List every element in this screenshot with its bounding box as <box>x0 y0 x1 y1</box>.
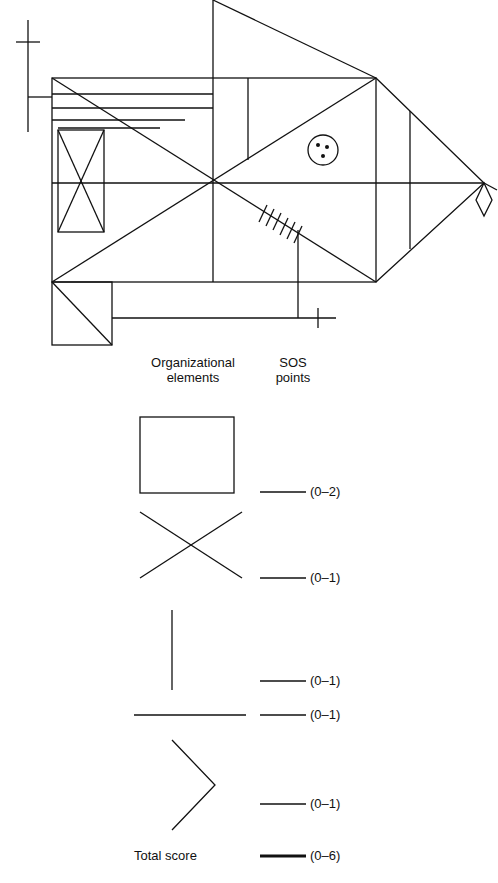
bottom-line <box>112 317 336 318</box>
cross-element <box>140 512 242 578</box>
parallel-line <box>58 127 160 128</box>
score-range: (0–6) <box>310 848 370 863</box>
top-triangle <box>213 0 376 78</box>
circle-dots <box>308 135 338 165</box>
diagonal <box>52 78 376 282</box>
horizontal-element <box>134 714 246 715</box>
score-blank <box>260 492 306 804</box>
parallel-line <box>52 107 213 108</box>
vertical-midline <box>212 0 213 282</box>
inner-vertical <box>247 78 248 160</box>
parallel-line <box>52 119 185 120</box>
score-range: (0–1) <box>310 796 370 811</box>
score-range: (0–2) <box>310 484 370 499</box>
vertical-element <box>171 610 172 690</box>
angle-element <box>172 740 215 830</box>
score-range: (0–1) <box>310 673 370 688</box>
diagonal <box>52 78 376 282</box>
total-blank <box>260 855 306 858</box>
main-rectangle <box>52 78 376 282</box>
bottom-vertical <box>297 230 298 318</box>
triangle-vertical <box>409 111 410 249</box>
bottom-square <box>52 282 112 345</box>
column-heading: SOS points <box>268 355 318 385</box>
boxed-cross <box>58 130 104 232</box>
column-heading: Organizational elements <box>143 355 243 385</box>
parallel-line <box>52 93 213 94</box>
score-range: (0–1) <box>310 570 370 585</box>
horizontal-midline <box>52 182 484 183</box>
score-range: (0–1) <box>310 707 370 722</box>
hatch-marks <box>259 205 302 243</box>
diamond <box>476 183 492 216</box>
rectangle-element <box>140 417 234 493</box>
right-triangle <box>376 78 484 282</box>
total-label: Total score <box>134 848 244 863</box>
left-cross <box>27 20 28 132</box>
tip-line <box>484 183 497 190</box>
